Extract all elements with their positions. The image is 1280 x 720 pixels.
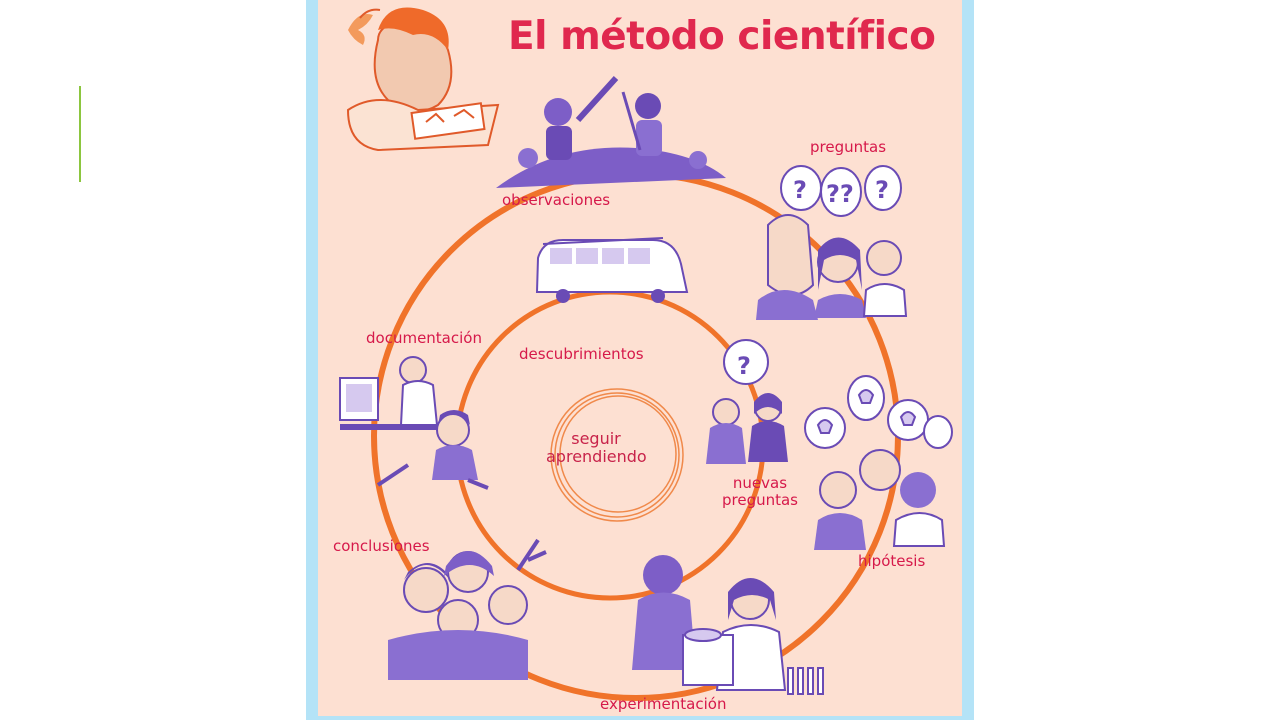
- step-label-documentacion: documentación: [366, 329, 482, 347]
- computer-desk-icon: [339, 356, 489, 490]
- lightbulb-ideas-icon: [804, 375, 953, 449]
- step-label-conclusiones: conclusiones: [333, 537, 430, 555]
- svg-text:?: ?: [737, 352, 751, 380]
- cycle-diagram: ? ?? ?: [339, 7, 953, 701]
- children-telescope-icon: [496, 75, 726, 188]
- question-marks-glyphs: ? ?? ?: [793, 176, 889, 208]
- step-label-hipotesis: hipótesis: [858, 552, 926, 570]
- inner-question-icon: ?: [706, 339, 788, 464]
- thinking-children-icon: [756, 214, 908, 320]
- svg-text:?: ?: [793, 176, 807, 204]
- van-icon: [535, 237, 689, 303]
- scientific-method-poster: ? ?? ?: [306, 0, 974, 720]
- center-label: seguir aprendiendo: [546, 429, 647, 467]
- step-label-descubrimientos: descubrimientos: [519, 345, 644, 363]
- svg-text:?: ?: [875, 176, 889, 204]
- lab-experiment-icon: [632, 555, 824, 695]
- happy-children-icon: [388, 538, 547, 680]
- step-label-experimentacion: experimentación: [600, 695, 727, 713]
- diagram-title: El método científico: [508, 14, 936, 59]
- center-swirl: [550, 388, 684, 522]
- svg-text:??: ??: [826, 180, 854, 208]
- step-label-preguntas: preguntas: [810, 138, 887, 156]
- step-label-observaciones: observaciones: [502, 191, 611, 209]
- question-marks-icon: [780, 165, 902, 217]
- boy-reading-icon: [346, 7, 500, 152]
- poster-canvas: ? ?? ?: [318, 0, 962, 716]
- step-label-nuevas-preguntas: nuevas preguntas: [721, 474, 798, 510]
- hypothesis-children-icon: [814, 449, 946, 550]
- slide-accent-line: [79, 86, 81, 182]
- bird-icon: [348, 8, 381, 45]
